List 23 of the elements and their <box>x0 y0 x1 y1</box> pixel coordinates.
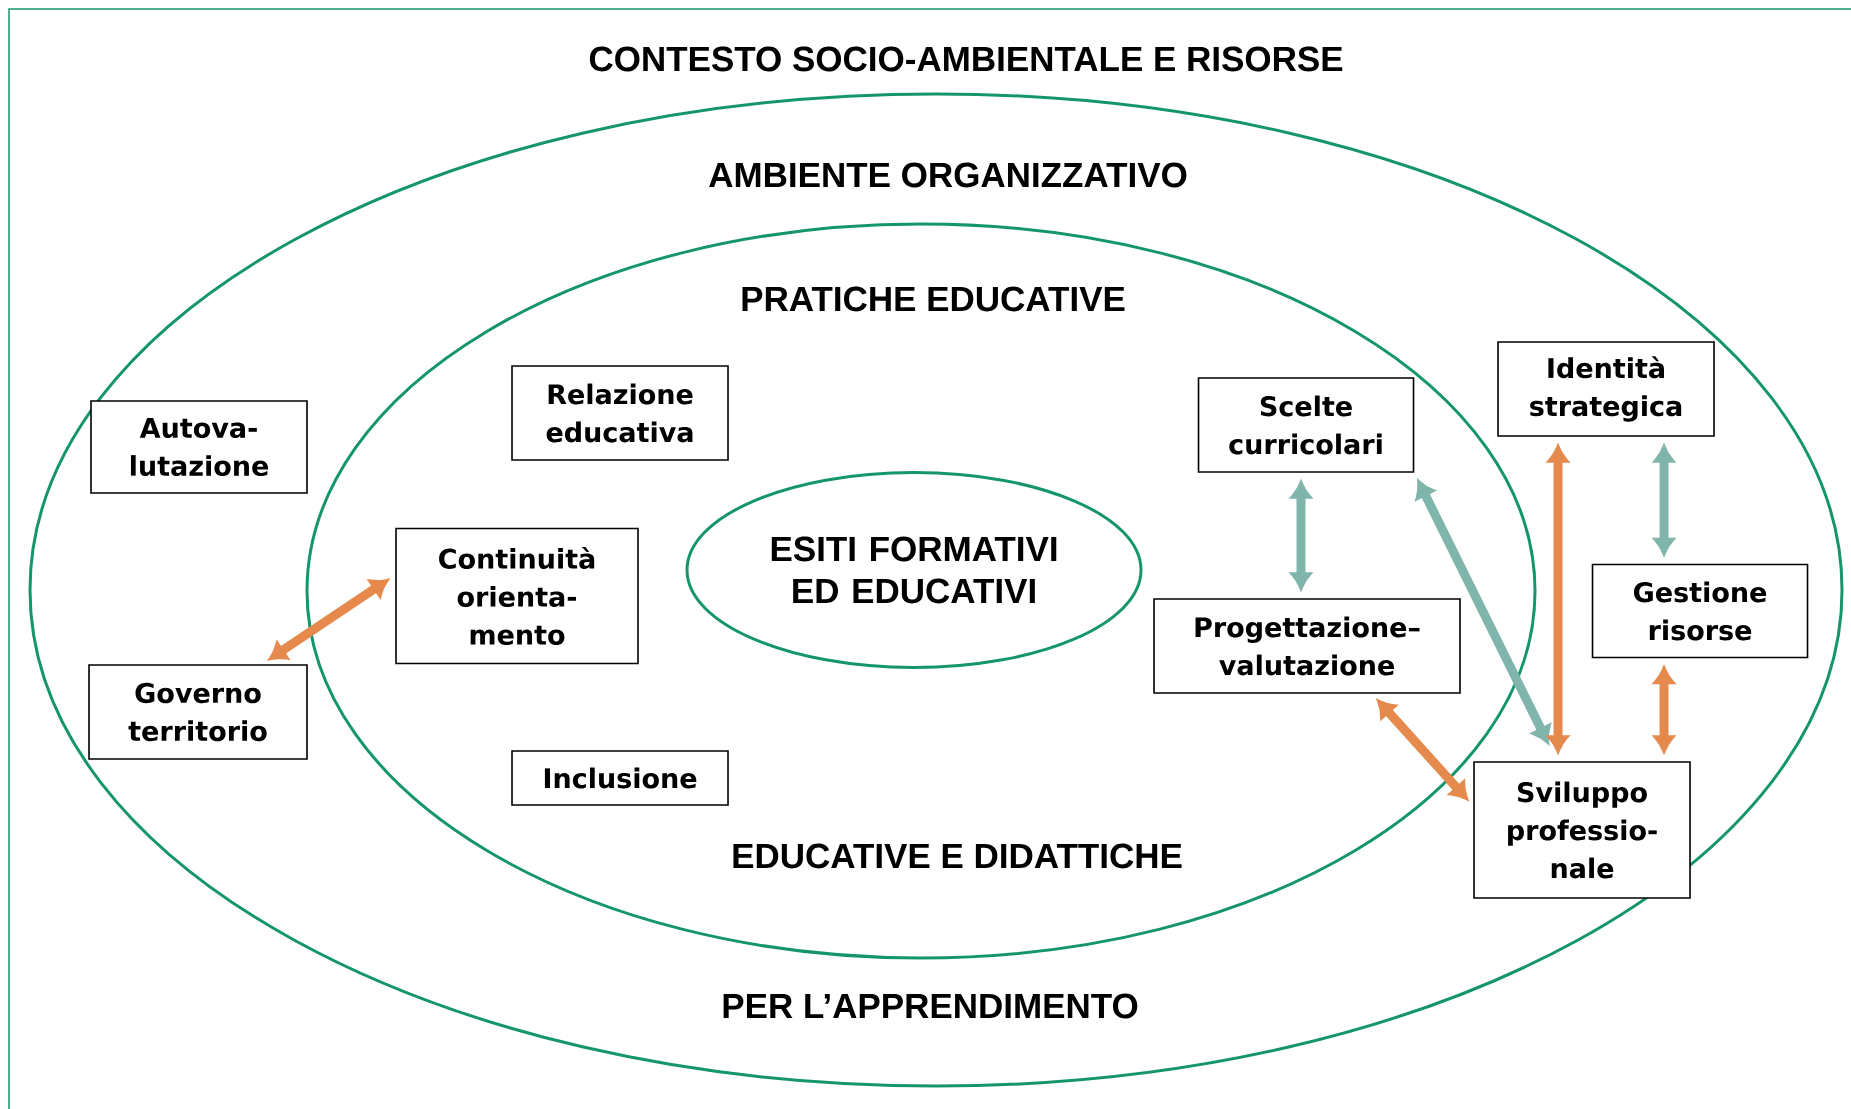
text-box: Relazione educativa <box>511 365 729 461</box>
double-arrow <box>1290 481 1312 590</box>
text-box: Gestione risorse <box>1591 563 1809 659</box>
heading: PRATICHE EDUCATIVE <box>742 286 1125 312</box>
text-box: Progettazione– valutazione <box>1153 598 1461 694</box>
text-box: Inclusione <box>511 750 729 806</box>
heading: CONTESTO SOCIO-AMBIENTALE E RISORSE <box>589 46 1343 72</box>
double-arrow <box>1415 480 1551 744</box>
text-box: Sviluppo professio- nale <box>1473 761 1691 899</box>
double-arrow <box>1377 700 1468 800</box>
heading: PER L’APPRENDIMENTO <box>723 993 1138 1019</box>
text-box: Identità strategica <box>1497 341 1715 437</box>
text-box: Scelte curricolari <box>1197 377 1415 473</box>
double-arrow <box>269 579 389 661</box>
double-arrow <box>1547 445 1569 753</box>
text-box: Continuità orienta- mento <box>395 527 639 665</box>
double-arrow <box>1653 445 1675 555</box>
heading: EDUCATIVE E DIDATTICHE <box>733 843 1182 869</box>
double-arrow <box>1653 667 1675 753</box>
text-box: Governo territorio <box>88 664 308 760</box>
heading: ESITI FORMATIVI ED EDUCATIVI <box>771 536 1057 604</box>
text-box: Autova- lutazione <box>90 400 308 494</box>
heading: AMBIENTE ORGANIZZATIVO <box>709 162 1187 188</box>
